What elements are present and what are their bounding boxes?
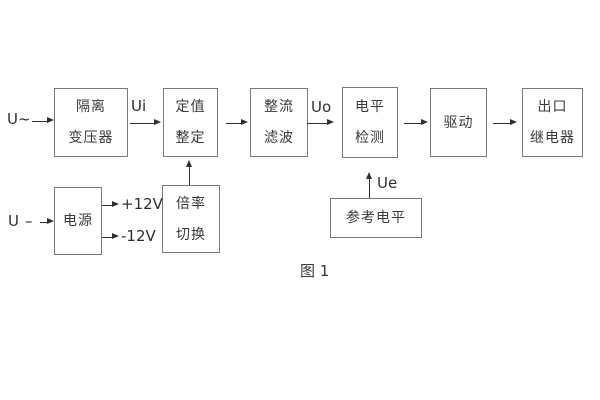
- flow-arrow-ratio-to-setpoint-icon: [185, 160, 192, 185]
- block-rectifier-filter-line1: 整流: [264, 99, 294, 115]
- signal-ui-label: Ui: [131, 97, 147, 115]
- flow-arrow-dc-to-power-icon: [40, 218, 54, 225]
- block-power-supply-line1: 电源: [63, 213, 93, 229]
- block-level-detect-line2: 检测: [355, 130, 385, 146]
- block-isolation-transformer: 隔离 变压器: [54, 88, 128, 157]
- block-reference-level: 参考电平: [330, 198, 422, 238]
- flow-arrow-power-to-plus12v-icon: [102, 201, 119, 208]
- block-driver: 驱动: [430, 88, 487, 157]
- block-reference-level-line1: 参考电平: [346, 210, 406, 226]
- block-level-detect: 电平 检测: [342, 87, 398, 158]
- figure-caption: 图 1: [300, 262, 330, 280]
- flow-arrow-setpoint-to-rectifier-icon: [226, 119, 248, 126]
- signal-uo-label: Uo: [311, 98, 332, 116]
- flow-arrow-level-to-driver-icon: [404, 119, 428, 126]
- block-level-detect-line1: 电平: [355, 99, 385, 115]
- flow-arrow-driver-to-relay-icon: [493, 119, 517, 126]
- block-power-supply: 电源: [54, 187, 102, 255]
- flow-arrow-transformer-to-setpoint-icon: [130, 119, 161, 126]
- dc-input-label: U: [8, 212, 19, 230]
- block-output-relay: 出口 继电器: [522, 88, 583, 157]
- block-output-relay-line2: 继电器: [530, 130, 575, 146]
- plus-12v-label: +12V: [121, 195, 163, 213]
- block-rectifier-filter-line2: 滤波: [264, 130, 294, 146]
- flow-arrow-power-to-minus12v-icon: [102, 233, 119, 240]
- block-isolation-transformer-line1: 隔离: [76, 99, 106, 115]
- block-ratio-switch: 倍率 切换: [162, 185, 220, 253]
- flow-arrow-ac-to-transformer-icon: [32, 117, 54, 124]
- block-ratio-switch-line1: 倍率: [176, 195, 206, 212]
- flow-arrow-rectifier-to-level-icon: [307, 119, 334, 126]
- block-setpoint-adjust-line1: 定值: [175, 99, 206, 115]
- block-output-relay-line1: 出口: [537, 99, 568, 115]
- flow-arrow-reference-to-level-icon: [365, 172, 372, 198]
- dc-input-dash: –: [25, 212, 33, 230]
- block-rectifier-filter: 整流 滤波: [250, 88, 308, 157]
- block-setpoint-adjust: 定值 整定: [163, 88, 218, 157]
- block-setpoint-adjust-line2: 整定: [175, 130, 206, 146]
- signal-ue-label: Ue: [377, 174, 398, 192]
- minus-12v-label: -12V: [121, 227, 156, 245]
- block-driver-line1: 驱动: [443, 114, 474, 131]
- block-ratio-switch-line2: 切换: [176, 226, 206, 243]
- ac-input-label: U~: [7, 110, 31, 128]
- block-isolation-transformer-line2: 变压器: [68, 130, 114, 146]
